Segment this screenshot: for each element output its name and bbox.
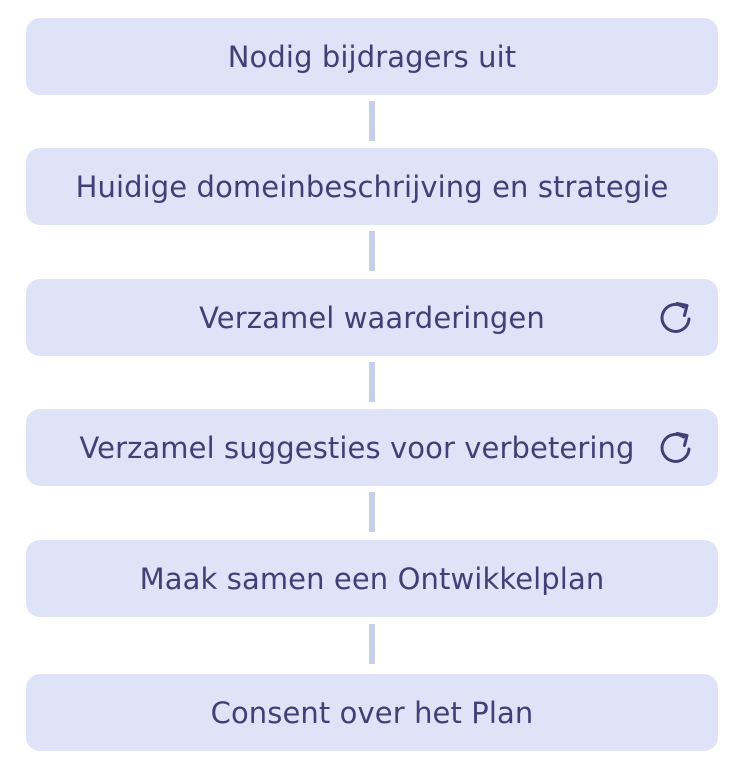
step-label: Consent over het Plan: [210, 695, 534, 730]
connector-line: [369, 624, 375, 664]
step-consent-on-plan: Consent over het Plan: [26, 674, 718, 751]
connector-line: [369, 362, 375, 402]
step-collect-ratings: Verzamel waarderingen: [26, 279, 718, 356]
step-current-domain-description: Huidige domeinbeschrijving en strategie: [26, 148, 718, 225]
step-label: Verzamel suggesties voor verbetering: [79, 430, 635, 465]
step-invite-contributors: Nodig bijdragers uit: [26, 18, 718, 95]
connector-line: [369, 101, 375, 141]
connector-line: [369, 492, 375, 532]
step-create-development-plan: Maak samen een Ontwikkelplan: [26, 540, 718, 617]
step-label: Maak samen een Ontwikkelplan: [139, 561, 605, 596]
step-label: Verzamel waarderingen: [199, 300, 545, 335]
step-label: Nodig bijdragers uit: [227, 39, 517, 74]
refresh-icon: [660, 431, 691, 463]
step-label: Huidige domeinbeschrijving en strategie: [75, 169, 669, 204]
refresh-icon: [660, 301, 691, 333]
connector-line: [369, 231, 375, 271]
step-collect-suggestions: Verzamel suggesties voor verbetering: [26, 409, 718, 486]
